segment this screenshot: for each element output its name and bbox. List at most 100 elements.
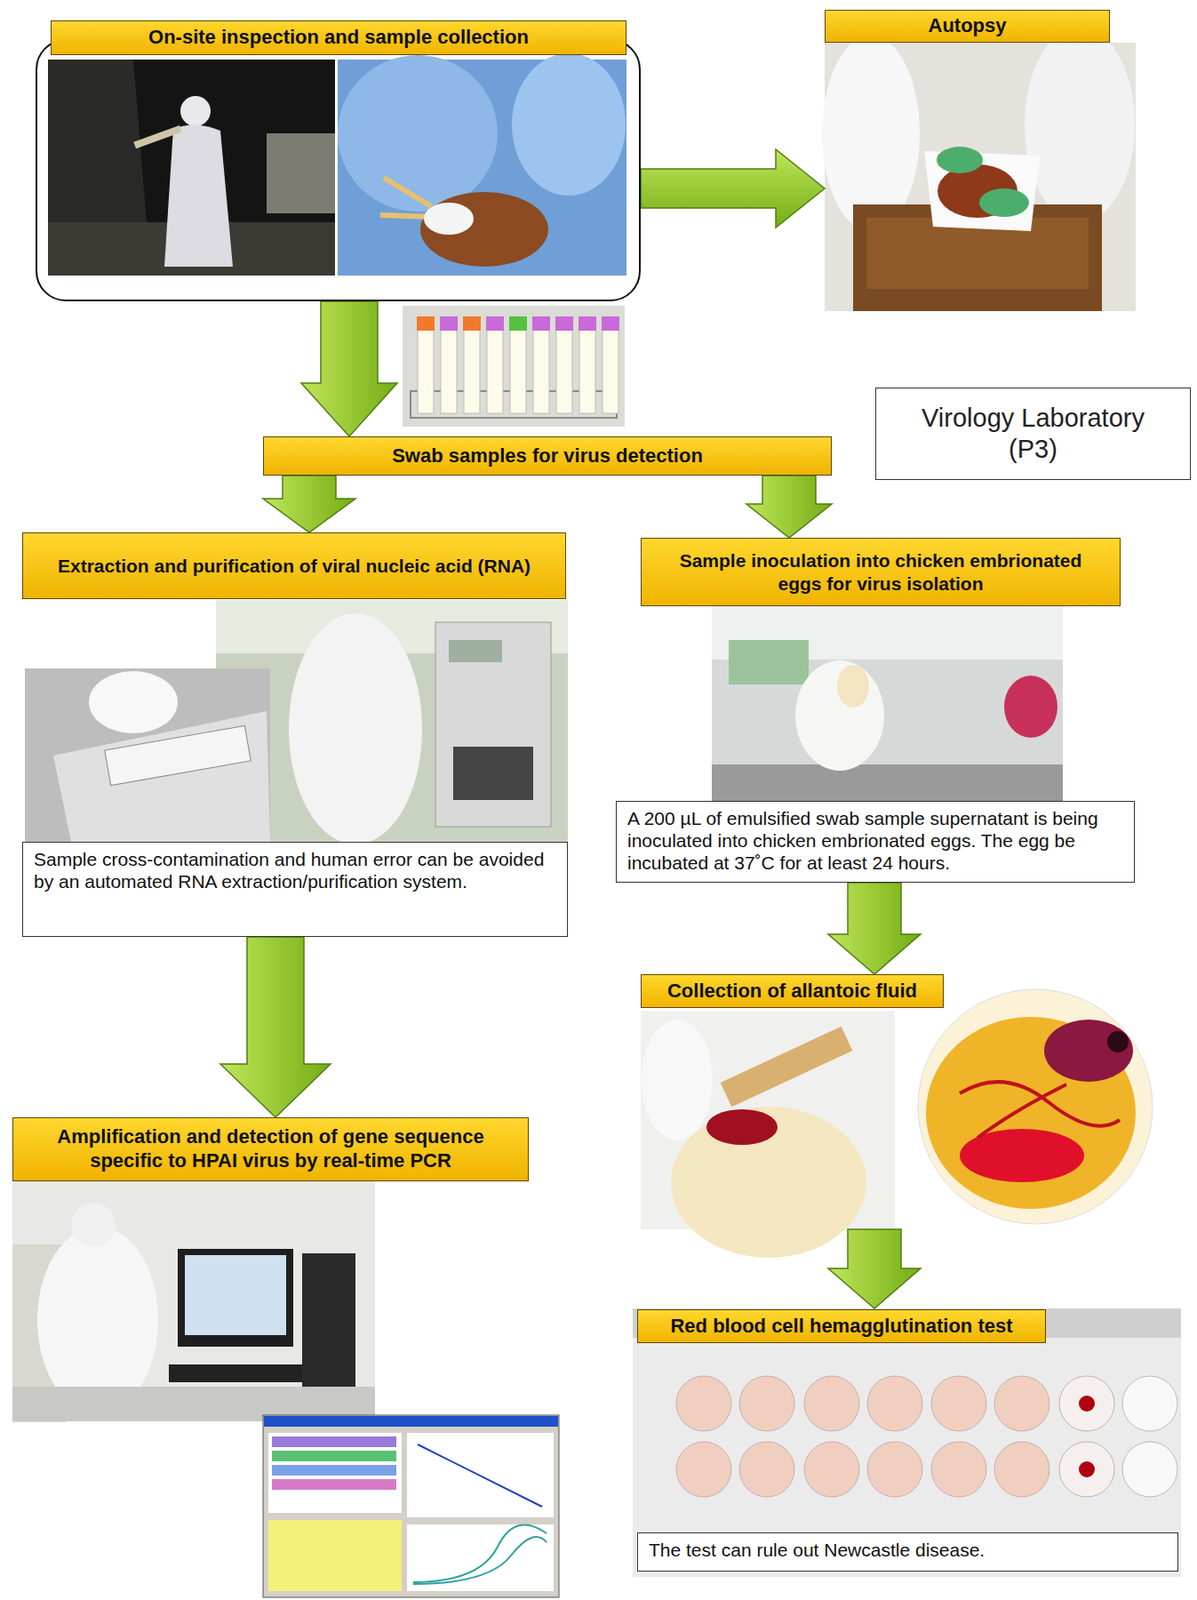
pcr-software-screenshot-shape: [271, 1464, 397, 1476]
hemagglutination-plate-photo-shape: [994, 1375, 1050, 1431]
pcr-photo-shape: [37, 1226, 159, 1413]
extraction-inset-photo-shape: [53, 710, 271, 842]
egg-inoculation-photo-shape: [1004, 675, 1058, 738]
sample-tubes-photo-shape: [578, 316, 597, 331]
pcr-software-screenshot-shape: [413, 1524, 547, 1584]
header-label: Red blood cell hemagglutination test: [637, 1308, 1046, 1343]
sampling-photo-shape: [420, 191, 549, 267]
hemagglutination-plate-photo-shape: [804, 1441, 860, 1497]
egg-inoculation-photo-shape: [837, 664, 870, 708]
block-arrow: [263, 475, 356, 533]
extraction-photo-shape: [435, 622, 551, 827]
embryo-dish-photo: [894, 982, 1174, 1229]
sample-tubes-photo-shape: [509, 316, 527, 331]
sampling-photo-shape: [380, 177, 434, 217]
sample-tubes-photo-shape: [510, 328, 527, 414]
sample-tubes-photo-shape: [462, 316, 481, 331]
header-label: Autopsy: [824, 9, 1110, 43]
autopsy-photo: [821, 26, 1136, 312]
sample-tubes-photo-shape: [486, 316, 504, 331]
extraction-inset-photo-shape: [88, 670, 178, 734]
hemagglutination-plate-photo-shape: [931, 1441, 987, 1497]
inspection-photo-shape: [180, 95, 211, 127]
hemagglutination-plate-photo-shape: [739, 1375, 795, 1431]
pcr-software-screenshot-shape: [271, 1436, 397, 1447]
body-text: Sample cross-contamination and human err…: [22, 841, 568, 937]
pcr-photo-shape: [177, 1248, 294, 1347]
pcr-photo-shape: [302, 1252, 356, 1387]
allantoic-collection-photo-shape: [641, 1019, 713, 1141]
hemagglutination-plate-photo-shape: [867, 1441, 923, 1497]
allantoic-collection-photo-shape: [706, 1109, 778, 1145]
header-label: Collection of allantoic fluid: [640, 973, 944, 1008]
pcr-photo-shape: [168, 1364, 303, 1382]
hemagglutination-plate-photo-shape: [804, 1375, 860, 1431]
hemagglutination-plate-photo-shape: [739, 1441, 795, 1497]
sample-tubes-photo: [402, 305, 625, 427]
header-label: Sample inoculation into chicken embriona…: [640, 537, 1121, 607]
egg-inoculation-photo-shape: [711, 764, 1063, 801]
sample-tubes-photo-shape: [416, 316, 435, 331]
inspection-photo-shape: [164, 124, 233, 267]
sample-tubes-photo-shape: [417, 328, 434, 414]
embryo-dish-photo-shape: [917, 989, 1153, 1224]
photo-panel: Sample inoculation into chicken embriona…: [615, 537, 1135, 883]
header-label: Extraction and purification of viral nuc…: [22, 532, 567, 599]
sample-tubes-photo-shape: [440, 328, 457, 414]
sample-tubes-photo-shape: [602, 328, 619, 414]
rounded-frame: On-site inspection and sample collection: [35, 39, 641, 302]
sample-tubes-photo-shape: [579, 328, 596, 414]
pcr-software-screenshot-shape: [268, 1519, 402, 1591]
lab-region: Virology Laboratory (P3) Swab samples for…: [9, 385, 1191, 1590]
pcr-software-screenshot-shape: [406, 1432, 554, 1517]
inspection-photo-shape: [266, 133, 336, 214]
extraction-photo-shape: [448, 639, 503, 663]
photo-panel: Red blood cell hemagglutination testThe …: [632, 1308, 1182, 1577]
body-text: A 200 µL of emulsified swab sample super…: [615, 800, 1135, 883]
block-arrow: [746, 475, 832, 538]
embryo-dish-photo-shape: [959, 1081, 1120, 1138]
extraction-photo-shape: [288, 613, 423, 845]
hemagglutination-plate-photo-shape: [676, 1375, 732, 1431]
block-arrow: [828, 1228, 921, 1309]
autopsy-photo-shape: [979, 188, 1030, 217]
sample-tubes-photo-shape: [556, 328, 573, 414]
egg-inoculation-photo-shape: [728, 639, 809, 685]
sample-tubes-photo-shape: [402, 305, 625, 427]
process-box: Swab samples for virus detection: [263, 436, 832, 476]
block-arrow: [640, 149, 825, 228]
sample-tubes-photo-shape: [555, 316, 574, 331]
extraction-inset-photo-shape: [104, 725, 252, 785]
photo-panel: Collection of allantoic fluid: [640, 973, 1174, 1229]
pcr-software-screenshot-shape: [417, 1444, 543, 1507]
hemagglutination-plate-photo-shape: [867, 1375, 923, 1431]
hemagglutination-plate-photo-shape: [1059, 1441, 1115, 1497]
inspection-photo-shape: [47, 59, 336, 276]
sample-tubes-photo-shape: [601, 316, 620, 331]
embryo-dish-photo-shape: [1107, 1030, 1129, 1053]
hemagglutination-plate-photo-shape: [676, 1441, 732, 1497]
autopsy-photo-shape: [821, 35, 920, 232]
sampling-photo-shape: [511, 53, 626, 196]
autopsy-photo-shape: [1024, 26, 1135, 223]
pcr-software-screenshot-shape: [271, 1450, 397, 1461]
sample-tubes-photo-shape: [533, 328, 550, 414]
extraction-inset-photo: [24, 668, 271, 842]
hemagglutination-plate-photo-shape: [994, 1441, 1050, 1497]
sampling-photo-shape: [423, 202, 474, 235]
embryo-dish-photo-shape: [925, 1016, 1136, 1209]
photo-panel: Autopsy: [824, 9, 1136, 312]
pcr-software-screenshot-shape: [263, 1415, 559, 1427]
pcr-photo: [12, 1181, 376, 1422]
inspection-photo-shape: [133, 125, 182, 149]
lab-label: Virology Laboratory (P3): [875, 387, 1191, 480]
block-arrow: [301, 301, 398, 437]
extraction-inset-photo-shape: [24, 668, 271, 842]
sample-tubes-photo-shape: [486, 328, 503, 414]
embryo-dish-photo-shape: [1044, 1019, 1134, 1082]
region-outline-shape: [9, 385, 1191, 1590]
header-label: On-site inspection and sample collection: [50, 20, 627, 56]
pcr-photo-shape: [71, 1202, 116, 1247]
pcr-software-screenshot-shape: [271, 1478, 397, 1490]
